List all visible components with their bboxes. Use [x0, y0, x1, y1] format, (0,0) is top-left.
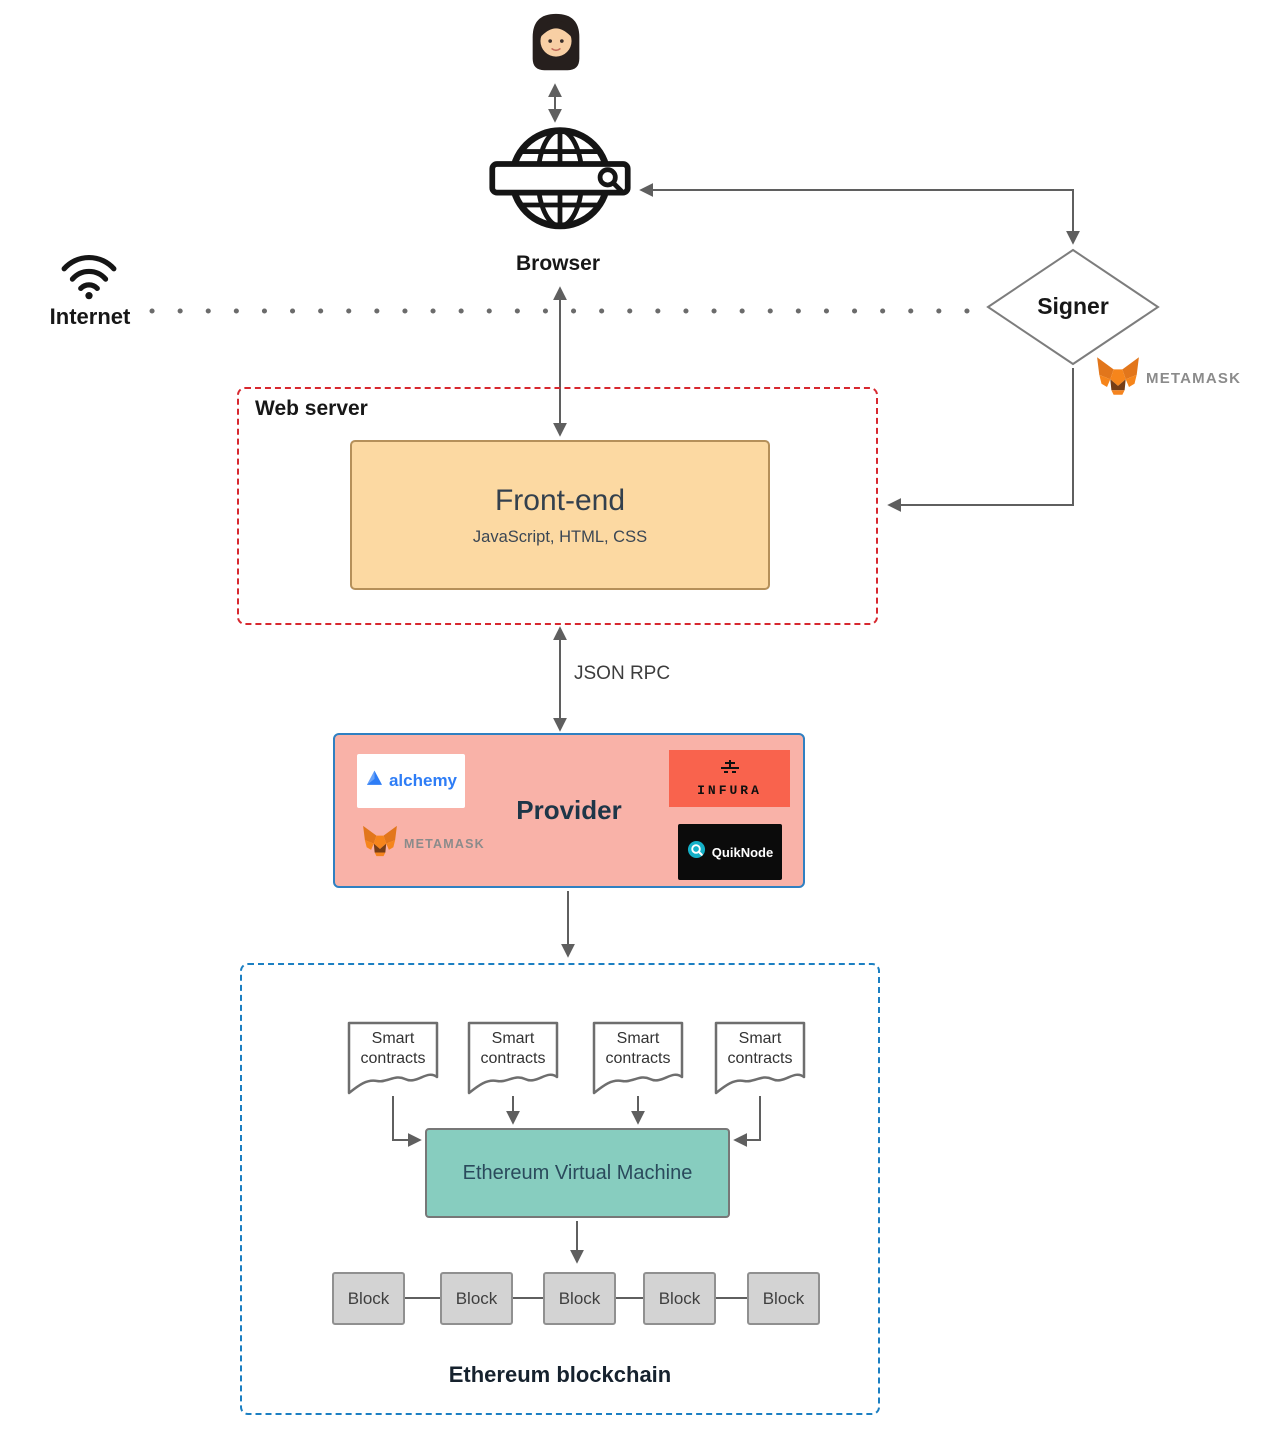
provider-label: Provider [516, 795, 622, 825]
smart-contract-node: Smart contracts [467, 1021, 559, 1095]
wifi-icon [60, 252, 118, 300]
front-end-box: Front-end JavaScript, HTML, CSS [350, 440, 770, 590]
web-server-box [237, 387, 878, 625]
signer-metamask-label: METAMASK [1146, 370, 1242, 387]
smart-contract-label: Smart contracts [480, 1030, 546, 1067]
smart-contract-node: Smart contracts [714, 1021, 806, 1095]
smart-contract-label: Smart contracts [727, 1030, 793, 1067]
block-node: Block [332, 1272, 405, 1325]
alchemy-icon [365, 769, 384, 793]
signer-metamask-logo: METAMASK [1096, 356, 1241, 401]
arrow-signer-frontend [887, 368, 1074, 512]
infura-label: INFURA [697, 782, 762, 798]
front-end-title: Front-end [494, 483, 626, 517]
smart-contract-node: Smart contracts [592, 1021, 684, 1095]
smart-contract-node: Smart contracts [347, 1021, 439, 1095]
infura-icon [720, 759, 740, 779]
arrow-signer-browser [639, 183, 1080, 245]
document-icon [347, 1021, 439, 1095]
web-server-label: Web server [255, 397, 368, 420]
ethereum-blockchain-label: Ethereum blockchain [448, 1362, 672, 1387]
evm-box: Ethereum Virtual Machine [425, 1128, 730, 1218]
internet-label: Internet [49, 304, 131, 329]
quiknode-icon [687, 840, 706, 864]
signer-label: Signer [1037, 293, 1109, 319]
alchemy-label: alchemy [388, 771, 458, 790]
smart-contract-label: Smart contracts [605, 1030, 671, 1067]
block-node: Block [440, 1272, 513, 1325]
document-icon [592, 1021, 684, 1095]
block-node: Block [747, 1272, 820, 1325]
quiknode-label: QuikNode [711, 844, 774, 860]
ethereum-blockchain-box [240, 963, 880, 1415]
document-icon [467, 1021, 559, 1095]
metamask-fox-icon [362, 825, 398, 862]
front-end-subtitle: JavaScript, HTML, CSS [472, 527, 648, 546]
document-icon [714, 1021, 806, 1095]
metamask-fox-icon [1096, 356, 1140, 401]
block-node: Block [643, 1272, 716, 1325]
smart-contract-label: Smart contracts [360, 1030, 426, 1067]
json-rpc-label: JSON RPC [574, 663, 671, 684]
user-icon [521, 6, 591, 80]
provider-metamask-logo: METAMASK [362, 825, 485, 862]
block-node: Block [543, 1272, 616, 1325]
browser-label: Browser [515, 252, 601, 275]
browser-icon [488, 122, 632, 246]
infura-logo: INFURA [669, 750, 790, 807]
alchemy-logo: alchemy [357, 754, 465, 808]
quiknode-logo: QuikNode [678, 824, 782, 880]
provider-box: Provider alchemy INFURA [333, 733, 805, 888]
provider-metamask-label: METAMASK [404, 836, 485, 851]
